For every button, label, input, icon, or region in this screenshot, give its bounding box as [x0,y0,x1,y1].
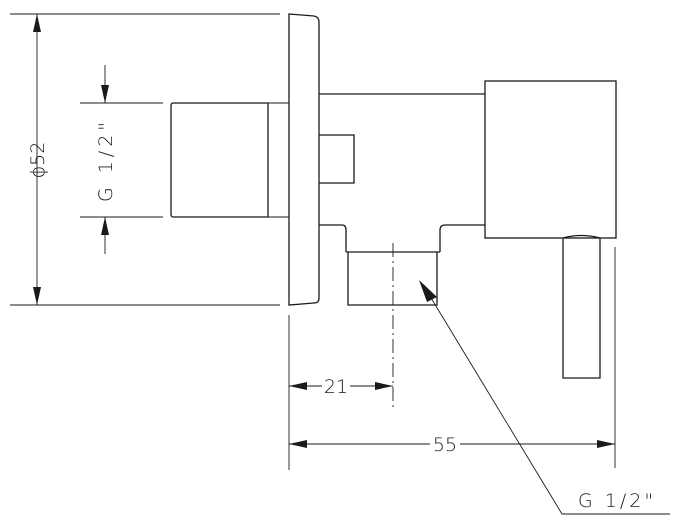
outlet-offset-label: 21 [324,376,348,398]
handle-lever [562,234,601,379]
diameter-label: ϕ52 [27,142,49,179]
handle-head [484,80,617,239]
diameter-dimension: ϕ52 [10,13,280,306]
overall-depth-label: 55 [433,434,457,456]
outlet-thread-label: G 1/2" [578,490,656,512]
outlet-thread-callout: G 1/2" [419,280,670,515]
inlet-connector [170,102,289,218]
valve-body [319,93,485,306]
side-stub [319,134,355,184]
outlet-connector [347,252,438,306]
wall-plate [288,13,320,306]
overall-depth-dimension: 55 [289,247,616,468]
inlet-thread-dimension: G 1/2" [80,65,163,254]
inlet-thread-label: G 1/2" [95,118,117,202]
